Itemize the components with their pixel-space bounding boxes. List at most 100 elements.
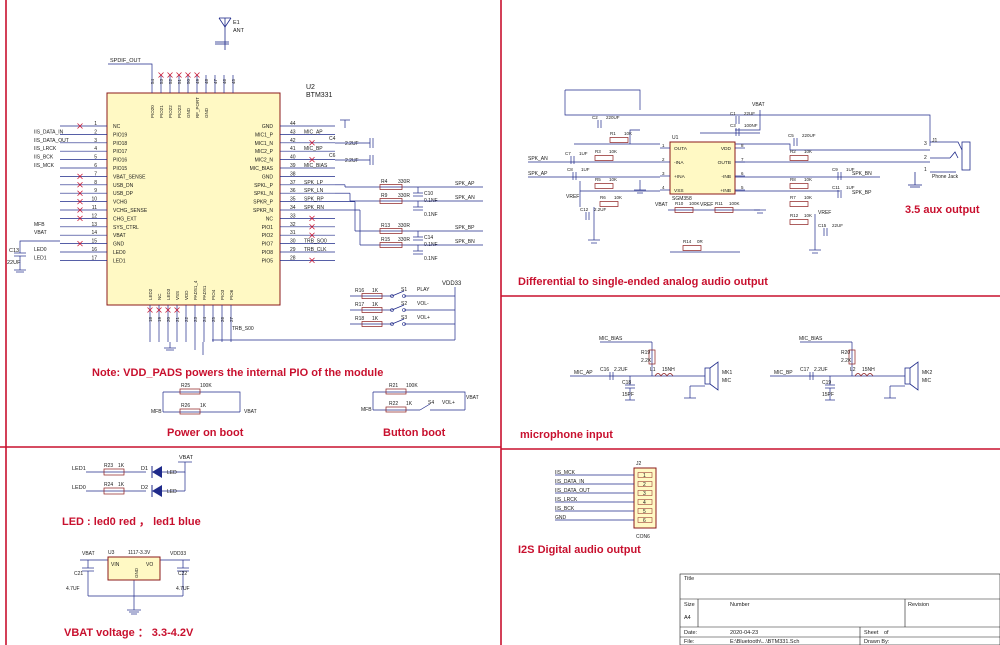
button-switch-label: VOL+: [417, 315, 430, 321]
led1-label: LED: [167, 470, 177, 476]
no-connect-icon: [147, 307, 153, 313]
module-left-pin-net: IIS_DATA_IN: [34, 129, 64, 135]
i2s-pin-number: 2: [643, 482, 646, 488]
module-top-pin-name: PIO21: [159, 105, 164, 118]
i2s-pin-pad: [637, 517, 653, 523]
module-right-pin-net: SPK_LP: [304, 180, 324, 186]
amp-part-ref: R10: [675, 201, 684, 206]
tb-of: of: [884, 630, 889, 636]
no-connect-stroke: [165, 307, 171, 313]
amp-pin-number: 6: [741, 171, 744, 176]
amp-in-2: SPK_AP: [528, 171, 548, 177]
resistor-icon: [594, 183, 614, 189]
mic-cap-ref: C16: [600, 367, 609, 373]
module-left-pin-name: PIO19: [113, 132, 127, 138]
reg-cout: C22: [178, 571, 187, 577]
module-bottom-pin-name: PADS1: [202, 285, 207, 300]
no-connect-stroke: [77, 240, 83, 247]
antenna-icon: [215, 17, 232, 50]
button-boot-title: Button boot: [383, 427, 446, 439]
amp-pin-number: 8: [741, 143, 744, 148]
no-connect-icon: [77, 215, 83, 222]
tb-revision: Revision: [908, 602, 929, 608]
spk-net: SPK_BP: [455, 225, 475, 231]
module-left-pin-net: IIS_BCK: [34, 155, 54, 161]
spk-cap-value: 0.1NF: [424, 212, 438, 218]
module-right-pin-net: SPK_RN: [304, 205, 324, 211]
tb-file-val: E:\Bluetooth\...\BTM331.Sch: [730, 639, 799, 645]
no-connect-icon: [77, 182, 83, 188]
button-switch-label: PLAY: [417, 287, 430, 293]
amp-part-ref: R2: [790, 149, 796, 154]
tb-size-val: A4: [684, 615, 691, 621]
led-title: LED : led0 red ， led1 blue: [62, 516, 201, 528]
amp-pin-name: VSS: [674, 188, 684, 194]
amp-in-4: SPK_BP: [852, 190, 872, 196]
amp-pin-number: 3: [662, 171, 665, 176]
switch-contact-icon: [402, 322, 406, 326]
module-left-pin-net: IIS_DATA_OUT: [34, 138, 69, 144]
module-left-pin-name: PIO18: [113, 141, 127, 147]
amp-part-ref: R14: [683, 239, 692, 244]
tb-file: File:: [684, 639, 695, 645]
c13-capacitor: [14, 240, 60, 273]
c13-ref: C13: [9, 248, 19, 254]
button-resistor-value: 1K: [372, 302, 379, 308]
module-right-pin-net: TRB_SO0: [304, 239, 327, 245]
module-left-pin-number: 5: [94, 155, 97, 161]
amp-part-value: 1UF: [581, 167, 590, 172]
button-resistor-value: 1K: [372, 288, 379, 294]
led1-r: R23: [104, 463, 113, 469]
amp-pin-name: -INA: [674, 160, 684, 166]
mic-ref: MK2: [922, 370, 933, 376]
amp-part-value: 10K: [804, 177, 812, 182]
module-right-pin-net: TRB_CLK: [304, 247, 327, 253]
module-left-pin-number: 2: [94, 129, 97, 135]
module-left-pin-number: 13: [91, 222, 97, 228]
module-top-pin-name: PIO20: [150, 105, 155, 118]
amp-part-value: 100NF: [744, 123, 758, 128]
no-connect-icon: [158, 72, 164, 78]
module-right-pin-number: 33: [290, 213, 296, 219]
amp-part: SGM358: [672, 196, 692, 202]
resistor-icon: [789, 183, 809, 189]
module-right-pin-number: 34: [290, 205, 296, 211]
module-left-pin-number: 9: [94, 188, 97, 194]
amp-part-value: 220UF: [802, 133, 816, 138]
button-resistor-ref: R17: [355, 302, 364, 308]
microphone-icon: [704, 361, 719, 391]
no-connect-icon: [77, 198, 83, 205]
spk-cap-ref: C14: [424, 235, 433, 241]
amp-part-value: 1UF: [579, 151, 588, 156]
spk-resistor-value: 330R: [398, 193, 410, 199]
button-resistor-ref: R16: [355, 288, 364, 294]
module-left-pin-number: 8: [94, 180, 97, 186]
amp-pin-number: 2: [662, 157, 665, 162]
module-right-pin-number: 28: [290, 255, 296, 261]
module-right-pin-name: SPKL_P: [254, 183, 274, 189]
bb-r21: R21: [389, 383, 398, 389]
amp-part-ref: C15: [818, 223, 827, 228]
pob-r25: R25: [181, 383, 190, 389]
module-bottom-pins: 18LED219NC20LED321VSS22VDD23PADS1_424PAD…: [147, 280, 254, 355]
module-right-pin-number: 40: [290, 155, 296, 161]
module-bottom-pin-name: PIO6: [229, 289, 234, 300]
amp-part-ref: C9: [832, 167, 838, 172]
reg-vo: VO: [146, 562, 153, 568]
mic-net: MIC_AP: [574, 370, 593, 376]
resistor-icon: [594, 155, 614, 161]
amp-pin-name: +INA: [674, 174, 686, 180]
mic-label: MIC: [922, 378, 932, 384]
pob-r26: R26: [181, 403, 190, 409]
tb-size: Size: [684, 602, 695, 608]
module-bottom-pin-name: LED3: [166, 288, 171, 300]
i2s-connector-body: [633, 467, 657, 529]
module-left-pin-net: LED1: [34, 255, 47, 261]
module-left-pin-name: USB_DP: [113, 191, 134, 197]
